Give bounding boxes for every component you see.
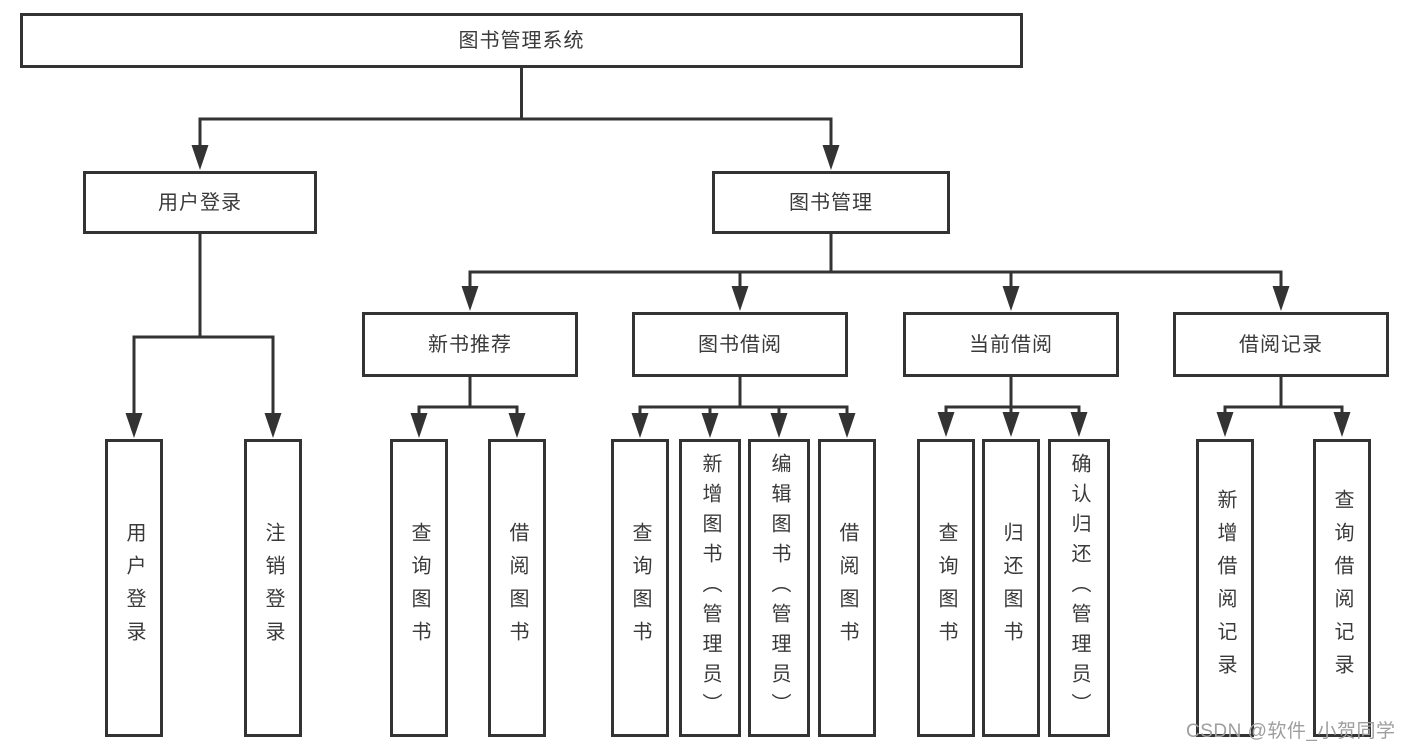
node-user-login: 用户登录 xyxy=(83,171,317,234)
node-label: 借阅图书 xyxy=(506,522,528,654)
node-leaf-user-login: 用户登录 xyxy=(105,439,163,737)
node-label: 当前借阅 xyxy=(969,333,1053,356)
node-leaf-query-books-recommend: 查询图书 xyxy=(390,439,448,737)
node-label: 用户登录 xyxy=(123,522,145,654)
node-label: 归还图书 xyxy=(1000,522,1022,654)
connector-lines xyxy=(132,68,1344,416)
node-leaf-edit-books-admin: 编辑图书（管理员） xyxy=(748,439,810,737)
node-leaf-return-books: 归还图书 xyxy=(982,439,1040,737)
node-leaf-confirm-return-admin: 确认归还（管理员） xyxy=(1048,439,1110,737)
node-label: 查询图书 xyxy=(408,522,430,654)
node-label: 图书借阅 xyxy=(698,333,782,356)
node-label: 查询图书 xyxy=(629,522,651,654)
node-leaf-query-books-current: 查询图书 xyxy=(917,439,975,737)
node-label: 注销登录 xyxy=(262,522,284,654)
node-leaf-add-books-admin: 新增图书（管理员） xyxy=(679,439,741,737)
node-label: 新书推荐 xyxy=(428,333,512,356)
node-library-management-system: 图书管理系统 xyxy=(20,13,1023,68)
node-new-book-recommendation: 新书推荐 xyxy=(362,312,578,377)
node-label: 新增图书（管理员） xyxy=(699,453,721,723)
node-current-borrowing: 当前借阅 xyxy=(903,312,1119,377)
node-leaf-borrow-books: 借阅图书 xyxy=(818,439,876,737)
node-label: 借阅记录 xyxy=(1239,333,1323,356)
node-label: 确认归还（管理员） xyxy=(1068,453,1090,723)
node-leaf-add-borrow-record: 新增借阅记录 xyxy=(1196,439,1254,737)
node-leaf-borrow-books-recommend: 借阅图书 xyxy=(488,439,546,737)
node-label: 编辑图书（管理员） xyxy=(768,453,790,723)
node-label: 图书管理 xyxy=(789,191,873,214)
node-label: 图书管理系统 xyxy=(458,29,585,52)
node-label: 查询借阅记录 xyxy=(1331,489,1353,687)
node-book-borrowing: 图书借阅 xyxy=(632,312,848,377)
node-leaf-logout: 注销登录 xyxy=(244,439,302,737)
node-label: 查询图书 xyxy=(935,522,957,654)
arrowhead-icons xyxy=(125,145,1351,438)
csdn-watermark: CSDN @软件_小贺同学 xyxy=(1186,721,1396,742)
node-label: 新增借阅记录 xyxy=(1214,489,1236,687)
node-borrowing-records: 借阅记录 xyxy=(1173,312,1389,377)
node-leaf-query-borrow-record: 查询借阅记录 xyxy=(1313,439,1371,737)
node-book-management: 图书管理 xyxy=(712,171,950,234)
node-label: 用户登录 xyxy=(158,191,242,214)
node-leaf-query-books-borrow: 查询图书 xyxy=(611,439,669,737)
node-label: 借阅图书 xyxy=(836,522,858,654)
